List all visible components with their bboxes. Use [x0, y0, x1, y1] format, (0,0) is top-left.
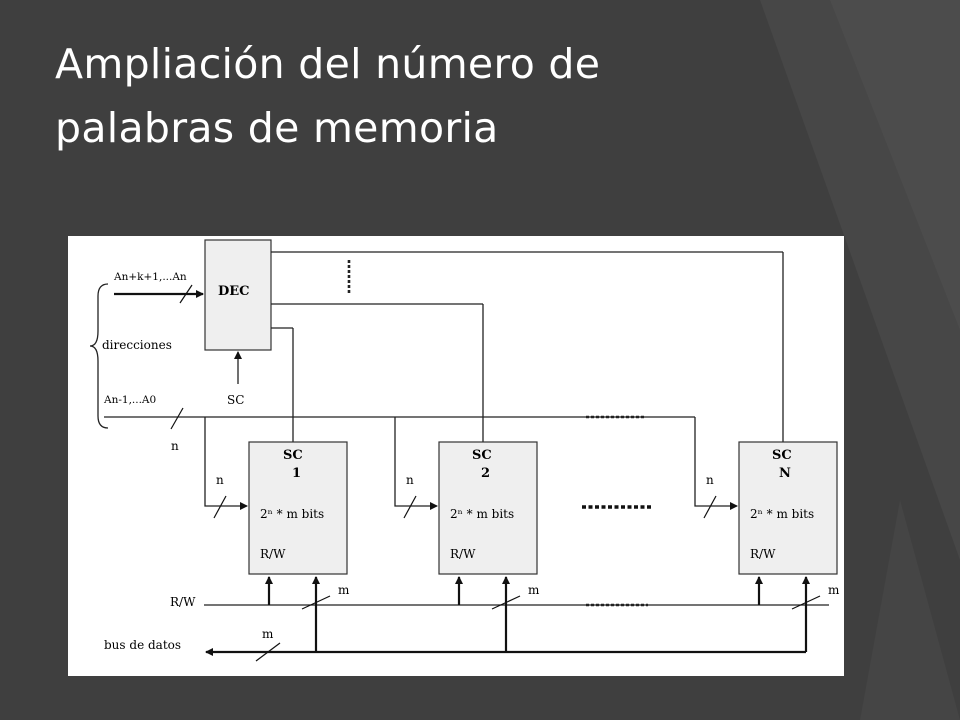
- address-label: direcciones: [102, 338, 172, 352]
- title-line-1: Ampliación del número de: [55, 40, 601, 88]
- module-1-data-slash: [301, 595, 331, 610]
- rw-line-label: R/W: [170, 595, 196, 609]
- memory-expansion-diagram: DEC An+k+1,...An direcciones SC An-1,...…: [68, 236, 844, 676]
- module-2-address-width: n: [406, 473, 414, 487]
- module-1-address-slash: [213, 495, 227, 519]
- module-2-address-line: [394, 417, 438, 510]
- low-address-width-label: n: [171, 439, 179, 453]
- module-n-address-line: [694, 417, 738, 510]
- decoder-block: [204, 239, 272, 351]
- module-2-rw: R/W: [450, 547, 476, 561]
- module-n-data-slash: [791, 595, 821, 610]
- decoder-input-slash: [179, 284, 193, 304]
- memory-module-n: [738, 441, 838, 575]
- decoder-input-bus-label: An+k+1,...An: [113, 271, 187, 283]
- module-2-address-slash: [403, 495, 417, 519]
- module-n-data-width: m: [828, 583, 840, 597]
- module-1-rw: R/W: [260, 547, 286, 561]
- module-1-address-line: [204, 417, 248, 510]
- module-n-address-slash: [703, 495, 717, 519]
- memory-module-1: [248, 441, 348, 575]
- data-bus-width: m: [262, 627, 274, 641]
- module-1-index: 1: [292, 466, 301, 481]
- module-2-index: 2: [481, 466, 490, 481]
- data-bus-label: bus de datos: [104, 638, 181, 652]
- module-1-address-width: n: [216, 473, 224, 487]
- memory-module-2: [438, 441, 538, 575]
- data-bus-slash: [255, 642, 281, 662]
- module-2-capacity: 2ⁿ * m bits: [450, 507, 514, 521]
- title-line-2: palabras de memoria: [55, 104, 499, 152]
- decoder-select-label: SC: [227, 393, 244, 407]
- module-n-address-width: n: [706, 473, 714, 487]
- module-n-rw: R/W: [750, 547, 776, 561]
- decoder-label: DEC: [218, 284, 250, 299]
- module-2-data-width: m: [528, 583, 540, 597]
- module-1-data-width: m: [338, 583, 350, 597]
- low-address-slash: [170, 407, 184, 430]
- module-2-data-slash: [491, 595, 521, 610]
- low-address-bus-label: An-1,...A0: [103, 394, 156, 406]
- module-1-capacity: 2ⁿ * m bits: [260, 507, 324, 521]
- module-n-title: SC: [772, 448, 792, 463]
- module-n-index: N: [779, 466, 791, 481]
- module-n-capacity: 2ⁿ * m bits: [750, 507, 814, 521]
- module-2-title: SC: [472, 448, 492, 463]
- address-brace: [89, 283, 109, 429]
- module-1-title: SC: [283, 448, 303, 463]
- slide-title: Ampliación del número de palabras de mem…: [55, 32, 915, 160]
